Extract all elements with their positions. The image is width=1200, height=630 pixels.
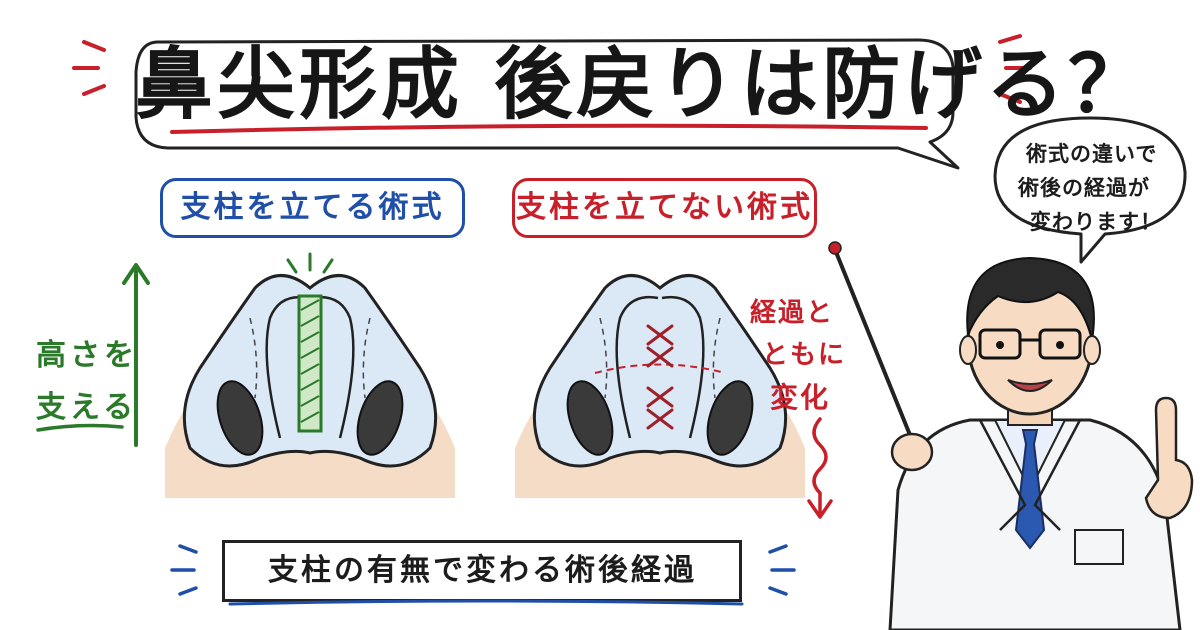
label-with-strut: 支柱を立てる術式 <box>160 178 465 238</box>
label-without-strut: 支柱を立てない術式 <box>512 178 817 238</box>
support-label-line2: 支える <box>36 390 138 425</box>
strut-graft <box>297 294 323 433</box>
strut-sparkle <box>286 252 334 274</box>
nose-with-strut-illustration <box>165 252 455 498</box>
pointer-stick-icon <box>828 241 914 442</box>
title-accent-right <box>998 34 1032 104</box>
caption-accent-left <box>170 544 198 596</box>
change-label-line2: ともに <box>762 340 847 370</box>
doctor-bubble-line2: 術後の経過が <box>1018 176 1150 200</box>
title-accent-left <box>72 40 106 96</box>
title-speech-bubble <box>134 38 960 170</box>
doctor-illustration <box>828 241 1194 630</box>
bottom-caption-underline <box>228 599 744 606</box>
caption-accent-right <box>768 544 796 596</box>
change-label-line3: 変化 <box>770 381 831 414</box>
bottom-caption-box <box>222 540 742 602</box>
support-label-line1: 高さを <box>36 338 138 373</box>
support-underline <box>36 423 124 432</box>
page-title: 鼻尖形成 後戻りは防げる？ <box>135 40 1151 130</box>
bottom-caption: 支柱の有無で変わる術後経過 <box>268 553 697 588</box>
support-decor <box>36 263 150 447</box>
doctor-bubble-line1: 術式の違いで <box>1026 142 1158 166</box>
suture-marks <box>646 324 674 430</box>
doctor-bubble-line3: 変わります！ <box>1030 210 1162 234</box>
up-arrow-icon <box>122 263 150 447</box>
doctor-speech-bubble <box>993 116 1187 264</box>
title-underline <box>170 123 928 134</box>
glasses-icon <box>978 328 1082 360</box>
nose-without-strut-illustration <box>515 274 805 498</box>
down-squiggle-arrow-icon <box>807 417 833 519</box>
change-label-line1: 経過と <box>750 298 835 328</box>
